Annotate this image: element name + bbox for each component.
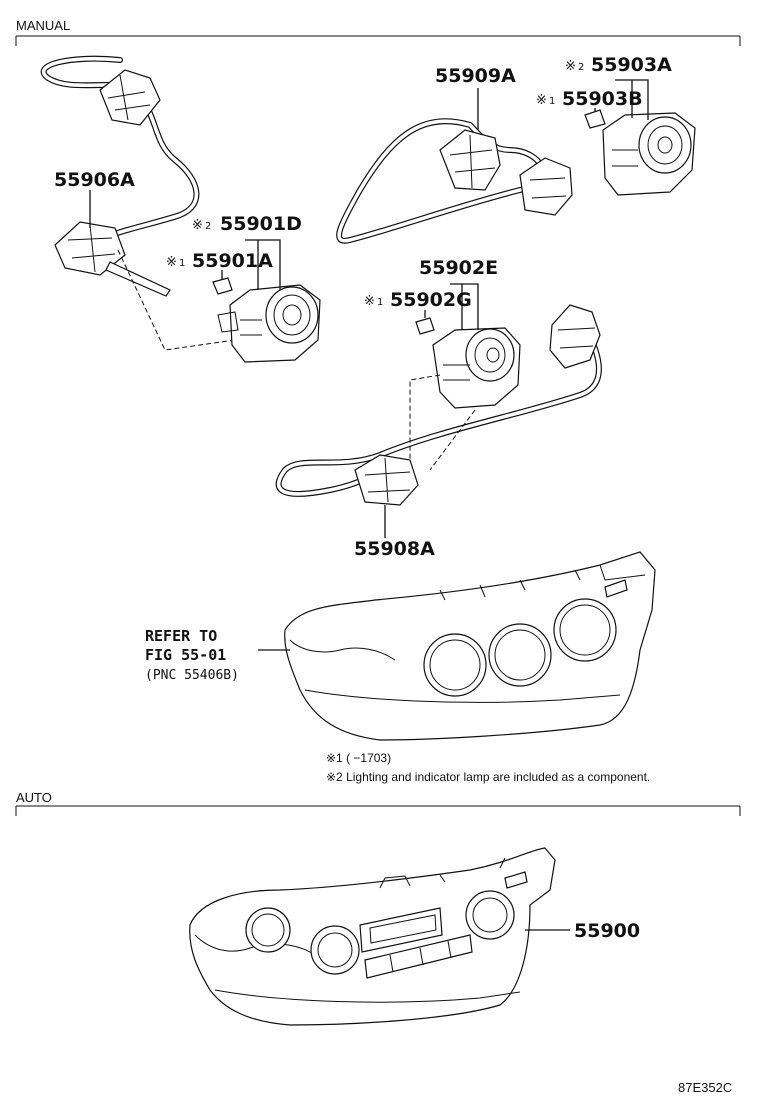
refer-to-line2: FIG 55-01 (145, 646, 226, 664)
svg-text:※: ※ (565, 59, 576, 74)
screw-55901a (212, 277, 233, 295)
refer-to-line3: (PNC 55406B) (145, 668, 239, 683)
control-cable-55906a (40, 55, 200, 297)
part-label-55901d: 55901D (220, 213, 302, 235)
part-label-55906a: 55906A (54, 169, 135, 191)
part-label-55909a: 55909A (435, 65, 516, 87)
note-1: ※1 ( −1703) (326, 751, 391, 765)
switch-assembly-55903a (602, 112, 696, 196)
refer-to-line1: REFER TO (145, 627, 217, 645)
note-2: ※2 Lighting and indicator lamp are inclu… (326, 770, 650, 784)
svg-text:※: ※ (166, 255, 177, 270)
control-cable-55909a (336, 118, 573, 244)
part-label-55900: 55900 (574, 920, 640, 942)
control-cable-55908a (275, 304, 602, 506)
section-label-auto: AUTO (16, 790, 52, 805)
svg-text:1: 1 (179, 258, 185, 269)
screw-55902g (415, 317, 435, 335)
svg-text:1: 1 (549, 96, 555, 107)
svg-text:2: 2 (205, 221, 211, 232)
ref-mark: ※ (192, 218, 203, 233)
part-label-55901a: 55901A (192, 250, 273, 272)
switch-assembly-55901a (217, 284, 321, 363)
part-label-55902e: 55902E (419, 257, 498, 279)
section-label-manual: MANUAL (16, 18, 70, 33)
diagram-code: 87E352C (678, 1080, 732, 1095)
svg-text:2: 2 (578, 62, 584, 73)
heater-control-panel-auto (189, 847, 556, 1026)
switch-assembly-55902e (432, 327, 521, 409)
part-label-55903a: 55903A (591, 54, 672, 76)
part-label-55908a: 55908A (354, 538, 435, 560)
screw-55903b (584, 109, 606, 129)
svg-text:※: ※ (364, 294, 375, 309)
heater-control-panel-manual (284, 551, 656, 741)
part-label-55903b: 55903B (562, 88, 643, 110)
svg-text:※: ※ (536, 93, 547, 108)
svg-text:1: 1 (377, 297, 383, 308)
part-label-55902g: 55902G (390, 289, 472, 311)
